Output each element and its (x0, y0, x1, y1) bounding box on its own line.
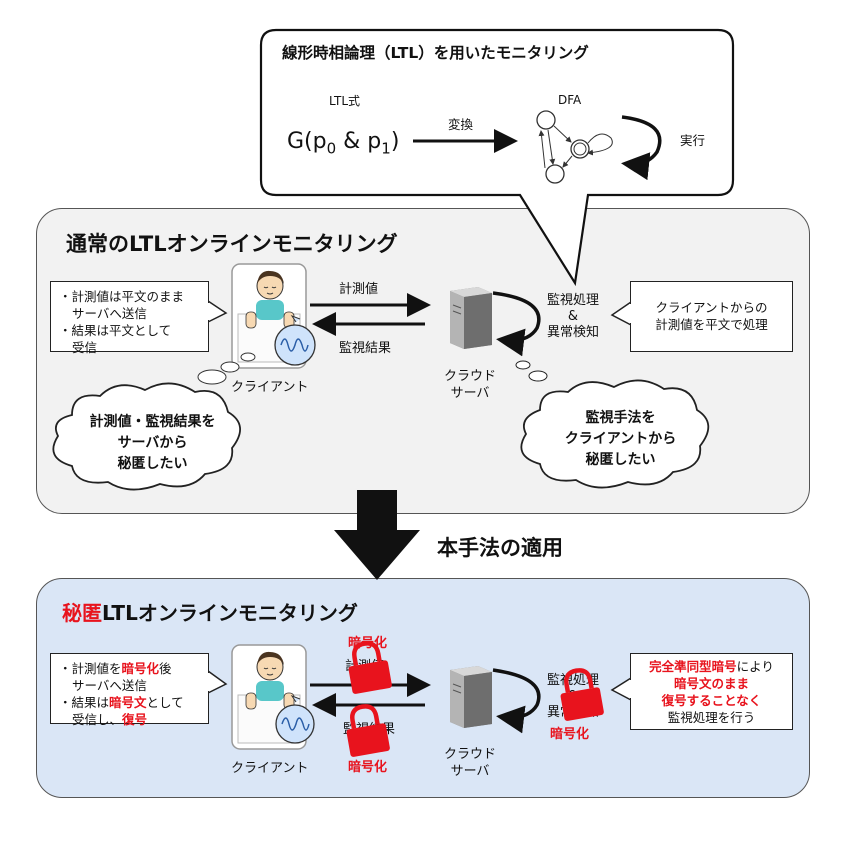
encrypt-label-top: 暗号化 (348, 636, 388, 651)
ltl-label: LTL式 (329, 94, 361, 108)
secret-client-note: ・計測値を暗号化後 サーバへ送信 ・結果は暗号文として 受信し、復号 (50, 653, 209, 727)
formula-mid: & p (336, 129, 382, 154)
secret-cloud-server-icon (450, 666, 492, 728)
encrypt-label-bottom: 暗号化 (348, 760, 388, 775)
note-line-4: 受信 (72, 340, 98, 355)
secret-cloud-line2: サーバ (450, 764, 490, 779)
process-line2: 異常検知 (546, 325, 599, 340)
server-note-line2: 計測値を平文で処理 (655, 317, 768, 332)
secret-title-red: 秘匿 (62, 601, 102, 625)
normal-panel-title: 通常のLTLオンラインモニタリング (66, 232, 398, 256)
right-line1: 完全準同型暗号により (649, 659, 774, 674)
secret-cloud-line1: クラウド (443, 747, 496, 762)
formula-sub1: 1 (381, 139, 391, 158)
secret-note-line2: サーバへ送信 (72, 678, 147, 693)
right-line4: 監視処理を行う (667, 710, 756, 725)
secret-note-line4: 受信し、復号 (72, 712, 148, 727)
secret-title-rest: LTLオンラインモニタリング (102, 601, 358, 625)
padlock-icon-measure (348, 641, 392, 694)
thought-right-line3: 秘匿したい (585, 452, 656, 468)
secret-process-line1: 監視処理 (546, 673, 599, 688)
cloud-server-label: クラウド サーバ (440, 368, 500, 402)
thought-left-line1: 計測値・監視結果を (89, 414, 216, 430)
formula-suffix: ) (390, 129, 400, 154)
top-speech-box (259, 28, 735, 287)
note-line-1: ・計測値は平文のまま (59, 289, 185, 304)
secret-cloud-server-label: クラウド サーバ (440, 746, 500, 780)
thought-right-text: 監視手法を クライアントから 秘匿したい (538, 408, 703, 471)
padlock-icon-result (346, 704, 390, 757)
note-line-3: ・結果は平文として (59, 323, 172, 338)
execute-label: 実行 (680, 133, 706, 148)
normal-client-note: ・計測値は平文のまま サーバへ送信 ・結果は平文として 受信 (50, 281, 209, 355)
process-loop-arrow (492, 291, 541, 357)
dfa-diagram (413, 110, 662, 184)
secret-server-note: 完全準同型暗号により 暗号文のまま 復号することなく 監視処理を行う (630, 653, 793, 730)
thought-left-line2: サーバから (117, 435, 188, 451)
execute-arrow (621, 115, 662, 181)
thought-cloud-left (52, 382, 241, 491)
cloud-server-icon (450, 287, 492, 349)
formula-prefix: G(p (287, 129, 327, 154)
client-label: クライアント (231, 380, 309, 395)
dfa-state-bottom (545, 164, 565, 184)
dfa-state-top (536, 110, 556, 130)
cloud-line1: クラウド (443, 369, 496, 384)
process-line1: 監視処理 (546, 293, 599, 308)
secret-note-line1: ・計測値を暗号化後 (59, 661, 172, 676)
thought-left-line3: 秘匿したい (117, 456, 188, 472)
secret-note-line3: ・結果は暗号文として (59, 695, 184, 710)
thought-cloud-right (520, 379, 710, 489)
cloud-line2: サーバ (450, 386, 490, 401)
ltl-formula: G(p0 & p1) (287, 129, 399, 157)
dfa-label: DFA (558, 93, 582, 107)
right-line3: 復号することなく (661, 693, 762, 708)
server-note-line1: クライアントからの (655, 300, 768, 315)
formula-sub0: 0 (326, 139, 337, 158)
thought-left-text: 計測値・監視結果を サーバから 秘匿したい (70, 412, 235, 475)
right-line2: 暗号文のまま (673, 676, 749, 691)
thought-right-line2: クライアントから (564, 431, 677, 447)
thought-right-line1: 監視手法を (585, 410, 656, 426)
note-line-2: サーバへ送信 (72, 306, 147, 321)
result-label: 監視結果 (339, 341, 392, 356)
process-amp: & (567, 309, 579, 324)
top-title: 線形時相論理（LTL）を用いたモニタリング (282, 44, 589, 62)
secret-panel-title: 秘匿LTLオンラインモニタリング (62, 597, 358, 626)
secret-client-label: クライアント (231, 761, 309, 776)
padlock-icon-process (560, 668, 604, 721)
convert-label: 変換 (448, 117, 474, 132)
secret-process-loop-arrow (492, 668, 541, 734)
measure-label: 計測値 (339, 282, 379, 297)
process-label: 監視処理 & 異常検知 (538, 293, 608, 341)
apply-label: 本手法の適用 (437, 536, 563, 560)
normal-server-note: クライアントからの 計測値を平文で処理 (630, 281, 793, 352)
encrypt-label-process: 暗号化 (550, 727, 590, 742)
